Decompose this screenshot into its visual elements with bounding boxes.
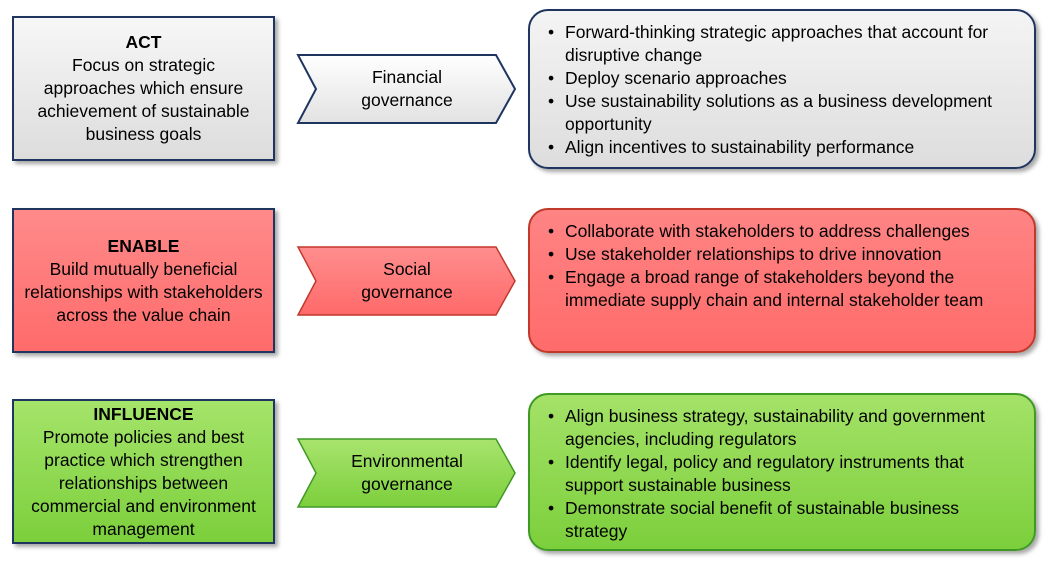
list-item: Identify legal, policy and regulatory in…	[548, 451, 1022, 497]
social-governance-arrow: Social governance	[296, 244, 518, 318]
influence-bullet-list: Align business strategy, sustainability …	[548, 405, 1022, 543]
environmental-governance-arrow: Environmental governance	[296, 436, 518, 510]
act-description: Focus on strategic approaches which ensu…	[37, 55, 250, 144]
list-item: Deploy scenario approaches	[548, 67, 1022, 90]
act-bullet-list: Forward-thinking strategic approaches th…	[548, 21, 1022, 159]
act-box: ACT Focus on strategic approaches which …	[12, 16, 275, 161]
enable-description: Build mutually beneficial relationships …	[24, 258, 263, 325]
list-item: Engage a broad range of stakeholders bey…	[548, 266, 1022, 312]
influence-actions-panel: Align business strategy, sustainability …	[528, 393, 1036, 551]
enable-bullet-list: Collaborate with stakeholders to address…	[548, 220, 1022, 312]
enable-actions-panel: Collaborate with stakeholders to address…	[528, 208, 1036, 353]
social-governance-label: Social governance	[361, 259, 453, 302]
list-item: Collaborate with stakeholders to address…	[548, 220, 1022, 243]
list-item: Use sustainability solutions as a busine…	[548, 90, 1022, 136]
list-item: Align business strategy, sustainability …	[548, 405, 1022, 451]
financial-governance-arrow: Financial governance	[296, 52, 518, 126]
chevron-arrow-shape	[296, 54, 517, 124]
influence-heading: INFLUENCE	[93, 403, 194, 424]
act-actions-panel: Forward-thinking strategic approaches th…	[528, 9, 1036, 169]
act-heading: ACT	[125, 32, 162, 52]
list-item: Demonstrate social benefit of sustainabl…	[548, 497, 1022, 543]
environmental-governance-label: Environmental governance	[351, 451, 463, 494]
enable-box: ENABLE Build mutually beneficial relatio…	[12, 208, 275, 353]
list-item: Forward-thinking strategic approaches th…	[548, 21, 1022, 67]
list-item: Align incentives to sustainability perfo…	[548, 136, 1022, 159]
list-item: Use stakeholder relationships to drive i…	[548, 243, 1022, 266]
enable-heading: ENABLE	[107, 235, 180, 256]
chevron-arrow-shape	[296, 246, 516, 316]
influence-box: INFLUENCE Promote policies and best prac…	[12, 399, 275, 544]
chevron-arrow-shape	[296, 438, 516, 508]
influence-description: Promote policies and best practice which…	[31, 426, 256, 539]
financial-governance-label: Financial governance	[361, 67, 453, 110]
